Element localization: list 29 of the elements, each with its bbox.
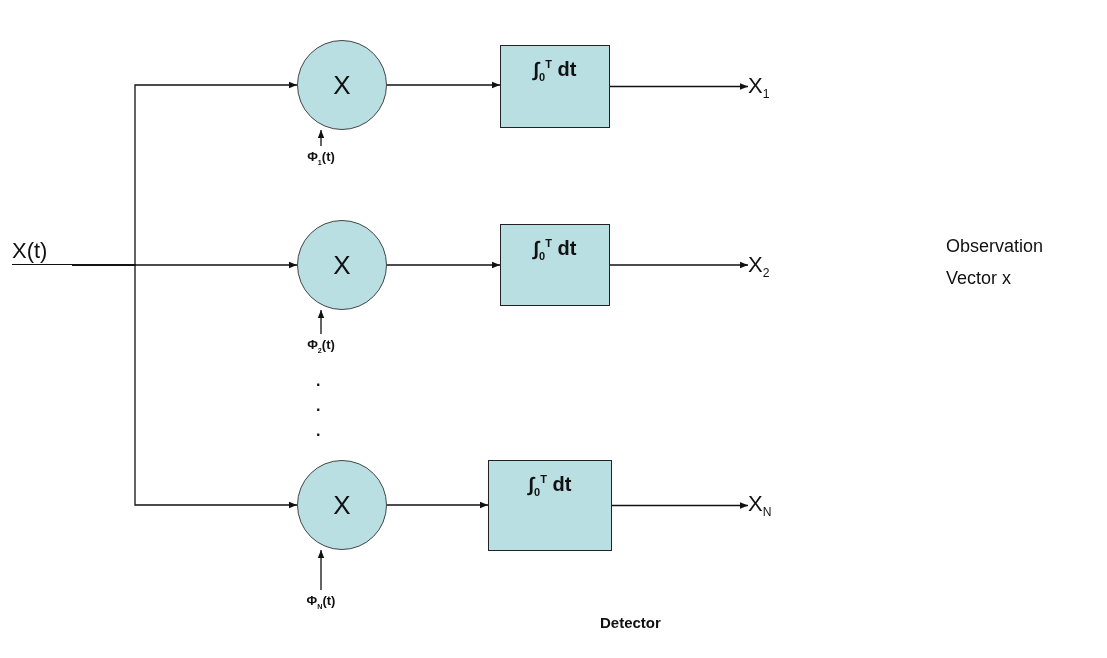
arrow	[71, 264, 298, 509]
output-label: X$_{N}$	[748, 488, 798, 522]
arrow	[317, 129, 325, 147]
arrow	[317, 549, 325, 591]
basis-function-label: Φ$_{1}$(t)	[296, 148, 346, 168]
input-signal-label: X(t)	[12, 232, 72, 265]
output-label: X$_{1}$	[748, 70, 798, 104]
arrow	[386, 81, 501, 89]
integrator-box: ∫$_{0}$$^{T}$ dt	[500, 224, 610, 306]
arrow	[609, 83, 749, 90]
arrow	[609, 261, 749, 269]
output-label: X$_{2}$	[748, 249, 798, 283]
integrator-box: ∫$_{0}$$^{T}$ dt	[500, 45, 610, 128]
integrator-box: ∫$_{0}$$^{T}$ dt	[488, 460, 612, 551]
basis-function-label: Φ$_{N}$(t)	[296, 592, 346, 612]
arrow	[386, 261, 501, 269]
caption-text: Detector	[600, 614, 661, 631]
arrow	[386, 501, 489, 509]
multiplier-circle: X	[297, 460, 387, 550]
annotation-text: Observation	[946, 236, 1044, 257]
ellipsis-dot: .	[316, 372, 321, 390]
arrow	[611, 502, 749, 509]
multiplier-circle: X	[297, 40, 387, 130]
annotation-text: Vector x	[946, 268, 1012, 289]
multiplier-circle: X	[297, 220, 387, 310]
ellipsis-dot: .	[316, 397, 321, 415]
ellipsis-dot: .	[316, 422, 321, 440]
basis-function-label: Φ$_{2}$(t)	[296, 336, 346, 356]
arrow	[317, 309, 325, 335]
